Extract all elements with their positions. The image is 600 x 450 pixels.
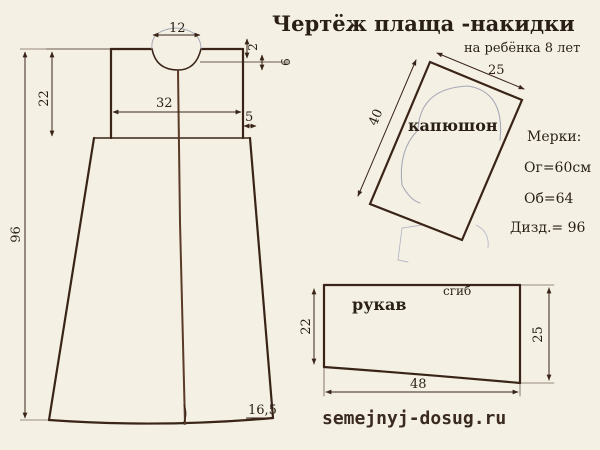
dim-yoke-height: 22 xyxy=(36,90,52,107)
sleeve-label: рукав xyxy=(352,295,407,314)
dim-neck-depth: 6 xyxy=(278,58,293,66)
dim-body-width: 32 xyxy=(156,96,173,111)
sleeve-pattern xyxy=(311,283,555,397)
dim-neck-drop: 2 xyxy=(245,43,260,51)
sleeve-fold-label: сгиб xyxy=(443,284,472,298)
dim-hood-width: 25 xyxy=(488,63,505,78)
dim-shoulder-offset: 5 xyxy=(245,110,254,125)
cape-dimensions xyxy=(20,32,290,421)
pattern-title: Чертёж плаща -накидки xyxy=(272,11,575,36)
measurement-length: Дизд.= 96 xyxy=(510,220,586,236)
dim-neck-width: 12 xyxy=(169,21,186,36)
measurements-heading: Мерки: xyxy=(527,129,582,145)
hood-label: капюшон xyxy=(408,116,498,135)
hood-pattern xyxy=(357,52,525,263)
pattern-subtitle: на ребёнка 8 лет xyxy=(464,41,581,56)
dim-hem-flare: 16,5 xyxy=(248,403,277,418)
dim-sleeve-right-height: 25 xyxy=(530,326,546,343)
measurement-hips: Об=64 xyxy=(524,191,574,207)
website-watermark: semejnyj-dosug.ru xyxy=(322,408,507,429)
dim-total-length: 96 xyxy=(8,226,24,243)
dim-sleeve-length: 48 xyxy=(410,377,427,392)
dim-sleeve-left-height: 22 xyxy=(298,318,314,335)
measurement-chest: Ог=60см xyxy=(524,160,592,176)
cape-pattern xyxy=(47,27,275,425)
